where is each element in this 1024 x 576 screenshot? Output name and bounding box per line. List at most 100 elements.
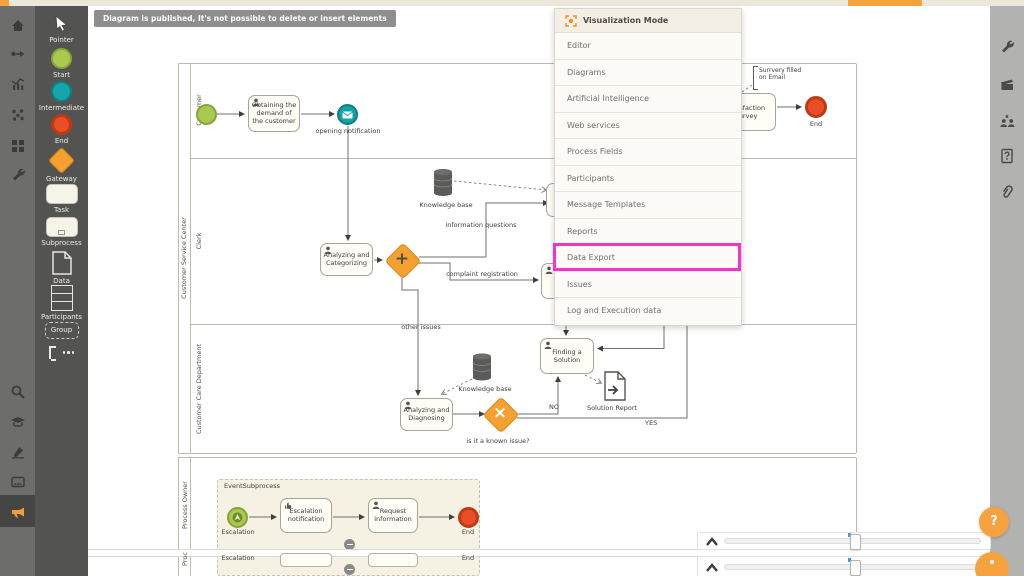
- gateway-exclusive-glyph: ×: [492, 403, 508, 423]
- data-export-highlight-box: [553, 243, 741, 271]
- message-event-opening-notification[interactable]: [337, 104, 358, 125]
- palette-gateway[interactable]: Gateway: [35, 147, 88, 183]
- palette-subprocess[interactable]: Subprocess: [35, 217, 88, 247]
- collapse-minus-icon[interactable]: [344, 564, 355, 575]
- start-event[interactable]: [196, 104, 217, 125]
- forum-icon[interactable]: [0, 468, 35, 496]
- group-icon: Group: [44, 322, 79, 339]
- clapperboard-icon[interactable]: [997, 74, 1017, 94]
- event-subprocess-container[interactable]: [217, 479, 480, 576]
- slider-thumb[interactable]: [850, 560, 861, 576]
- ghost-task: [280, 553, 332, 567]
- task-escalation-notification[interactable]: Escalation notification: [280, 498, 332, 533]
- menu-item-diagrams[interactable]: Diagrams: [555, 60, 741, 86]
- right-sidebar: [990, 6, 1024, 576]
- datastore-knowledge-base[interactable]: [433, 168, 453, 197]
- guide-icon[interactable]: [997, 146, 1017, 166]
- left-nav-bar: [0, 6, 35, 576]
- menu-item-log-execution-data[interactable]: Log and Execution data: [567, 306, 662, 315]
- menu-item-editor[interactable]: Editor: [555, 33, 741, 60]
- menu-item-message-templates[interactable]: Message Templates: [555, 192, 741, 219]
- edge-label-no: NO: [549, 403, 559, 411]
- apps-grid-icon[interactable]: [0, 132, 35, 160]
- signature-icon[interactable]: [0, 438, 35, 466]
- menu-title: Visualization Mode: [583, 16, 669, 25]
- palette-end[interactable]: End: [35, 114, 88, 145]
- document-solution-report[interactable]: [604, 371, 626, 401]
- wrench-icon[interactable]: [997, 36, 1017, 56]
- palette-task[interactable]: Task: [35, 184, 88, 214]
- cluster-icon[interactable]: [0, 101, 35, 129]
- palette-intermediate[interactable]: Intermediate: [35, 81, 88, 112]
- menu-item-reports[interactable]: Reports: [555, 219, 741, 245]
- palette-start[interactable]: Start: [35, 48, 88, 79]
- task-label: Satisfaction Survey: [726, 103, 766, 120]
- visualization-mode-icon: [565, 14, 577, 27]
- menu-item-web-services[interactable]: Web services: [555, 113, 741, 139]
- data-icon: [35, 250, 88, 275]
- annotation-text[interactable]: Surrvery filled on Email: [759, 67, 802, 82]
- palette-data[interactable]: Data: [35, 250, 88, 285]
- task-label: Obtaining the demand of the customer: [251, 101, 297, 125]
- palette-annotation[interactable]: [35, 346, 88, 362]
- datastore-knowledge-base-2[interactable]: [472, 352, 492, 382]
- task-obtaining-demand[interactable]: Obtaining the demand of the customer: [248, 95, 300, 132]
- analytics-icon[interactable]: [0, 70, 35, 98]
- task-analyzing-categorizing[interactable]: Analyzing and Categorizing: [320, 243, 373, 276]
- sub-end-label: End: [461, 528, 475, 536]
- task-label: Analyzing and Categorizing: [323, 251, 370, 267]
- task-request-information[interactable]: Request information: [368, 498, 418, 533]
- task-icon: [45, 184, 78, 204]
- menu-item-artificial-intelligence[interactable]: Artificial Intelligence: [555, 86, 741, 113]
- event-label-opening-notification: opening notification: [315, 127, 381, 135]
- end-event-main[interactable]: [805, 96, 827, 118]
- escalation-label: Escalation: [221, 528, 255, 536]
- palette-pointer[interactable]: Pointer: [35, 14, 88, 44]
- edge-label-other-issues: other issues: [401, 323, 441, 331]
- task-analyzing-diagnosing[interactable]: Analyzing and Diagnosing: [400, 398, 453, 431]
- event-subprocess-title: EventSubprocess: [224, 482, 280, 490]
- palette-group[interactable]: Group: [35, 322, 88, 339]
- user-icon: [252, 98, 260, 106]
- document-label: Solution Report: [586, 404, 638, 412]
- home-icon[interactable]: [0, 12, 35, 40]
- training-icon[interactable]: [0, 408, 35, 436]
- envelope-icon: [342, 111, 353, 118]
- megaphone-icon[interactable]: [0, 495, 35, 527]
- help-button[interactable]: ?: [979, 507, 1009, 537]
- palette-label: End: [54, 137, 69, 145]
- slider-tick: [848, 558, 851, 562]
- ghost-task: [368, 553, 418, 567]
- user-icon: [544, 341, 552, 349]
- menu-item-participants[interactable]: Participants: [555, 166, 741, 192]
- menu-item-issues[interactable]: Issues: [555, 272, 741, 298]
- escalation-start-event[interactable]: [227, 507, 248, 528]
- gateway-parallel-glyph: +: [394, 249, 410, 269]
- palette-label: Group: [50, 326, 73, 334]
- lane-label-clerk: Clerk: [195, 232, 203, 250]
- escalation-end-event[interactable]: [458, 507, 479, 528]
- palette-participants[interactable]: Participants: [35, 285, 88, 321]
- slider-thumb[interactable]: [850, 534, 861, 550]
- chevron-up-icon[interactable]: [705, 563, 719, 572]
- published-notification: Diagram is published, It's not possible …: [94, 10, 396, 27]
- ghost-escalation-label: Escalation: [221, 554, 255, 562]
- slider-tick: [848, 533, 851, 537]
- task-finding-solution[interactable]: Finding a Solution: [540, 338, 594, 374]
- wrench-icon[interactable]: [0, 160, 35, 188]
- escalation-icon: [232, 512, 243, 523]
- process-flow-icon[interactable]: [0, 40, 35, 68]
- lane-label-care-department: Customer Care Department: [195, 343, 203, 435]
- chevron-up-icon[interactable]: [705, 537, 719, 546]
- palette-label: Pointer: [49, 36, 74, 44]
- ghost-end-label: End: [461, 554, 475, 562]
- attachment-icon[interactable]: [997, 182, 1017, 202]
- team-icon[interactable]: [997, 110, 1017, 130]
- end-event-icon: [51, 114, 72, 135]
- edge-label-complaint-registration: complaint registration: [446, 270, 518, 278]
- search-icon[interactable]: [0, 378, 35, 406]
- collapsed-action-button[interactable]: [975, 552, 1009, 576]
- menu-item-process-fields[interactable]: Process Fields: [555, 139, 741, 166]
- collapse-minus-icon[interactable]: [344, 539, 355, 550]
